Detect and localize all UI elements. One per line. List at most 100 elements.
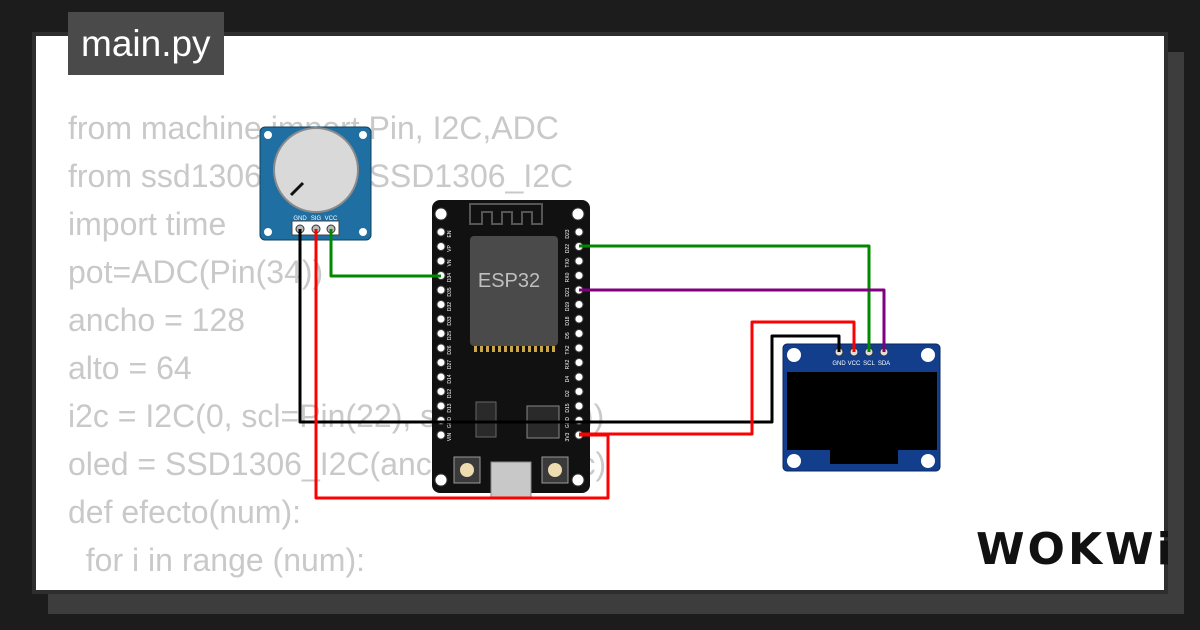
header-pin-label: D12	[447, 389, 453, 398]
oled-pin-label: VCC	[848, 361, 861, 367]
pot-pin-label: VCC	[325, 216, 338, 222]
oled-pin-label: GND	[832, 361, 846, 367]
chip-pad	[510, 346, 513, 352]
header-pin[interactable]	[574, 387, 584, 396]
code-line: def efecto(num):	[68, 494, 301, 530]
oled-flex-cable	[830, 450, 898, 464]
header-pin-label: D18	[565, 316, 571, 325]
header-pin[interactable]	[574, 372, 584, 382]
header-pin-label: VN	[447, 259, 453, 266]
header-pin-label: EN	[447, 230, 453, 237]
pot-pin-label: GND	[293, 216, 307, 222]
header-pin-label: D35	[447, 287, 453, 296]
header-pin-label: D14	[447, 374, 453, 383]
header-pin[interactable]	[436, 358, 446, 367]
knob-indicator	[289, 181, 305, 197]
code-line: pot=ADC(Pin(34))	[68, 254, 324, 290]
header-pin-label: D34	[447, 273, 453, 282]
wire-oled-vcc	[579, 320, 856, 436]
usb-port	[490, 461, 532, 499]
file-tab-main-py[interactable]: main.py	[68, 12, 224, 75]
header-pin-label: VP	[447, 245, 453, 252]
header-pin-label: TX2	[565, 345, 571, 354]
header-pin[interactable]	[436, 300, 446, 309]
chip-pad	[552, 346, 555, 352]
header-pin-label: D19	[565, 302, 571, 311]
esp32-board[interactable]: ESP32 ENVPVND34D35D32D33D25D26D27D14D12D…	[432, 200, 590, 499]
header-pin[interactable]	[436, 256, 446, 266]
header-pin[interactable]	[574, 300, 584, 309]
header-pin-label: D27	[447, 360, 453, 369]
chip-pad	[486, 346, 489, 352]
chip-pad	[504, 346, 507, 352]
regulator	[475, 401, 497, 438]
header-pin-label: D2	[565, 390, 571, 397]
header-pin[interactable]	[574, 271, 584, 280]
chip-pad	[492, 346, 495, 352]
code-line: alto = 64	[68, 350, 192, 386]
header-pin-label: D22	[565, 244, 571, 253]
header-pin[interactable]	[436, 285, 446, 295]
wire-pot-sig	[329, 229, 441, 278]
chip-pad	[534, 346, 537, 352]
esp32-label: ESP32	[478, 270, 540, 292]
header-pin-label: D32	[447, 302, 453, 311]
header-pin-label: TX0	[565, 258, 571, 267]
wire-oled-scl	[579, 244, 871, 352]
header-pin[interactable]	[436, 372, 446, 382]
header-pin[interactable]	[436, 242, 446, 251]
chip-pad	[528, 346, 531, 352]
header-pin[interactable]	[436, 227, 446, 237]
wire-pot-gnd	[298, 229, 841, 424]
header-pin-label: D15	[565, 403, 571, 412]
potentiometer[interactable]: GND SIG VCC	[259, 126, 372, 241]
header-pin-label: VIN	[447, 432, 453, 441]
oled-display[interactable]: GND VCC SCL SDA	[782, 343, 941, 472]
code-line: for i in range (num):	[68, 542, 365, 578]
header-pin-label: RX0	[565, 272, 571, 282]
wokwi-logo: WOKWi	[976, 524, 1175, 575]
chip-pad	[546, 346, 549, 352]
header-pin[interactable]	[574, 227, 584, 237]
header-pin-label: D5	[565, 332, 571, 339]
code-line: ancho = 128	[68, 302, 246, 338]
header-pin-label: D23	[565, 229, 571, 238]
header-pin-label: D21	[565, 287, 571, 296]
chip-pads	[474, 346, 555, 352]
chip-pad	[516, 346, 519, 352]
chip-pad	[480, 346, 483, 352]
code-line: import time	[68, 206, 227, 242]
header-pin[interactable]	[436, 387, 446, 396]
header-pin[interactable]	[436, 329, 446, 338]
oled-pin-label: SCL	[863, 361, 875, 367]
header-pin-label: D33	[447, 316, 453, 325]
esp32-chip	[470, 236, 558, 346]
oled-screen	[787, 372, 937, 450]
header-pin-label: D26	[447, 345, 453, 354]
header-pin-label: D13	[447, 403, 453, 412]
header-pin[interactable]	[436, 430, 446, 440]
header-pin[interactable]	[574, 329, 584, 338]
header-pin-label: RX2	[565, 359, 571, 369]
header-pin[interactable]	[574, 358, 584, 367]
header-pin-label: 3V3	[565, 432, 571, 441]
header-pin-label: D4	[565, 376, 571, 383]
chip-pad	[540, 346, 543, 352]
header-pin[interactable]	[436, 401, 446, 411]
header-pin[interactable]	[436, 314, 446, 324]
header-pin-label: D25	[447, 331, 453, 340]
header-pin[interactable]	[574, 401, 584, 411]
chip-pad	[522, 346, 525, 352]
header-pin[interactable]	[436, 343, 446, 353]
header-pin[interactable]	[574, 314, 584, 324]
chip-pad	[474, 346, 477, 352]
wire-oled-sda	[579, 288, 886, 352]
oled-pin-label: SDA	[878, 361, 890, 367]
header-pin[interactable]	[574, 256, 584, 266]
antenna-trace	[469, 203, 543, 225]
chip-pad	[498, 346, 501, 352]
header-pin[interactable]	[574, 343, 584, 353]
pot-pin-label: SIG	[311, 216, 322, 222]
